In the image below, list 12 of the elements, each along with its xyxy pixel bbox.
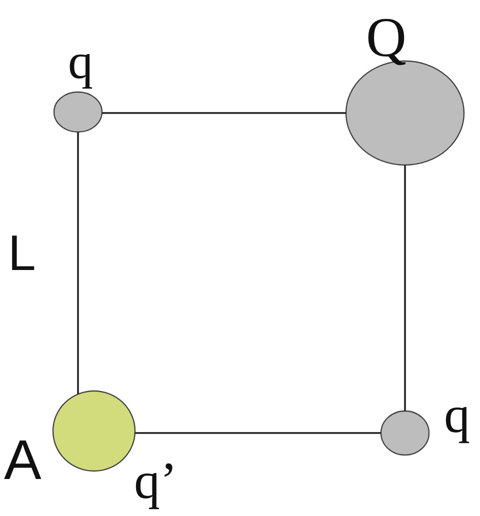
- charge-circle: [52, 390, 136, 472]
- charge-circle: [380, 410, 430, 456]
- square-side: [77, 132, 79, 394]
- side-length-label: L: [8, 228, 36, 278]
- charge-label: q: [444, 390, 470, 442]
- charge-label: q’: [134, 456, 178, 508]
- point-label: A: [4, 432, 42, 488]
- square-side: [102, 112, 346, 114]
- square-side: [404, 165, 406, 411]
- square-side: [134, 432, 381, 434]
- charge-label: Q: [366, 10, 406, 66]
- charge-circle: [53, 91, 103, 133]
